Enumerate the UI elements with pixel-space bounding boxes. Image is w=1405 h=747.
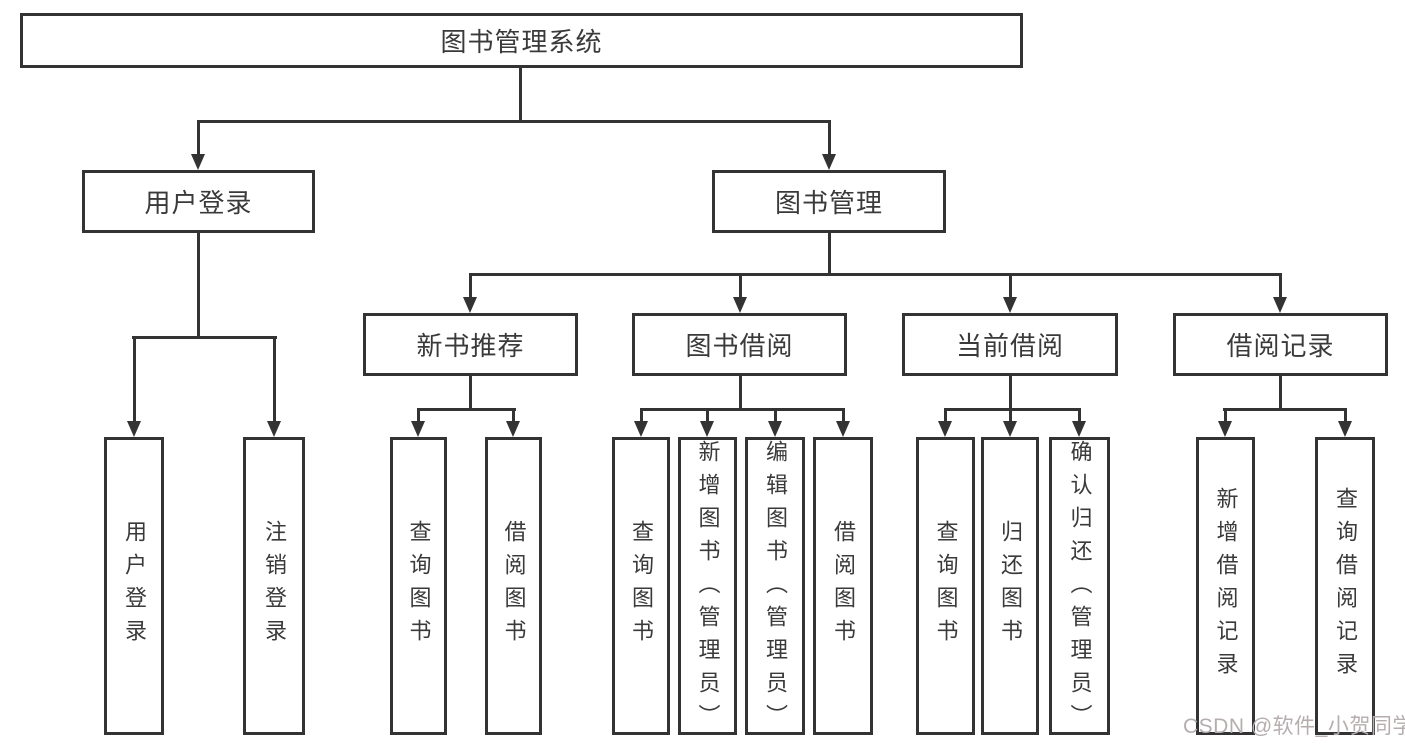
connector-leaf-stem bbox=[842, 408, 845, 423]
arrow-down-icon bbox=[127, 421, 141, 437]
connector-leaf-stem bbox=[1078, 408, 1081, 423]
connector-user-login-down bbox=[197, 233, 200, 338]
leaf-user-login: 用户登录 bbox=[104, 437, 164, 735]
connector-leaf-stem bbox=[417, 408, 420, 423]
node-user-login-branch: 用户登录 bbox=[82, 170, 315, 233]
connector-level3-stem bbox=[469, 273, 472, 299]
connector-leaf-rail bbox=[1223, 408, 1347, 411]
arrow-down-icon bbox=[463, 297, 477, 313]
arrow-down-icon bbox=[1003, 421, 1017, 437]
connector-l3-down bbox=[1279, 376, 1282, 410]
connector-leaf-stem bbox=[640, 408, 643, 423]
connector-leaf-stem bbox=[944, 408, 947, 423]
connector-l3-down bbox=[469, 376, 472, 410]
connector-leaf-rail bbox=[944, 408, 1081, 411]
leaf-br-add-record: 新增借阅记录 bbox=[1196, 437, 1255, 735]
arrow-down-icon bbox=[506, 421, 520, 437]
connector-level2-rail bbox=[197, 120, 831, 123]
connector-book-mgmt-stem bbox=[828, 120, 831, 156]
arrow-down-icon bbox=[733, 297, 747, 313]
leaf-cb-return-book: 归还图书 bbox=[981, 437, 1039, 735]
node-book-borrow: 图书借阅 bbox=[632, 313, 847, 376]
arrow-down-icon bbox=[822, 154, 836, 170]
arrow-down-icon bbox=[1273, 297, 1287, 313]
arrow-down-icon bbox=[1072, 421, 1086, 437]
leaf-bb-add-book-admin: 新增图书（管理员） bbox=[678, 437, 737, 737]
connector-level3-stem bbox=[1009, 273, 1012, 299]
watermark: CSDN @软件_小贺同学 bbox=[1183, 715, 1405, 738]
connector-book-mgmt-down bbox=[828, 233, 831, 276]
connector-leaf-stem bbox=[1344, 408, 1347, 423]
arrow-down-icon bbox=[836, 421, 850, 437]
connector-leaf-stem bbox=[1009, 408, 1012, 423]
node-new-book-recommend: 新书推荐 bbox=[363, 313, 578, 376]
connector-l3-down bbox=[739, 376, 742, 410]
arrow-down-icon bbox=[1338, 421, 1352, 437]
leaf-bb-borrow-book: 借阅图书 bbox=[813, 437, 873, 735]
leaf-bb-edit-book-admin: 编辑图书（管理员） bbox=[745, 437, 805, 737]
connector-root-stub bbox=[519, 68, 522, 122]
connector-level3-rail bbox=[469, 273, 1282, 276]
arrow-down-icon bbox=[634, 421, 648, 437]
node-book-management-branch: 图书管理 bbox=[712, 170, 946, 233]
arrow-down-icon bbox=[191, 154, 205, 170]
connector-leaf-rail bbox=[417, 408, 516, 411]
connector-l3-down bbox=[1009, 376, 1012, 410]
connector-leaf-stem bbox=[512, 408, 515, 423]
arrow-down-icon bbox=[267, 421, 281, 437]
arrow-down-icon bbox=[700, 421, 714, 437]
arrow-down-icon bbox=[768, 421, 782, 437]
leaf-nb-query-book: 查询图书 bbox=[390, 437, 447, 735]
leaf-cb-query-book: 查询图书 bbox=[916, 437, 975, 735]
arrow-down-icon bbox=[938, 421, 952, 437]
connector-leaf-stem bbox=[133, 336, 136, 423]
node-current-borrow: 当前借阅 bbox=[902, 313, 1118, 376]
connector-leaf-stem bbox=[774, 408, 777, 423]
leaf-bb-query-book: 查询图书 bbox=[612, 437, 670, 735]
connector-leaf-stem bbox=[1224, 408, 1227, 423]
connector-level3-stem bbox=[739, 273, 742, 299]
connector-leaf-rail bbox=[640, 408, 845, 411]
arrow-down-icon bbox=[411, 421, 425, 437]
connector-user-login-stem bbox=[197, 120, 200, 156]
connector-level3-stem bbox=[1279, 273, 1282, 299]
node-borrow-records: 借阅记录 bbox=[1173, 313, 1388, 376]
leaf-logout: 注销登录 bbox=[243, 437, 305, 735]
node-library-management-system: 图书管理系统 bbox=[20, 13, 1023, 68]
connector-user-login-rail bbox=[132, 336, 277, 339]
connector-leaf-stem bbox=[273, 336, 276, 423]
arrow-down-icon bbox=[1218, 421, 1232, 437]
leaf-cb-confirm-return-admin: 确认归还（管理员） bbox=[1049, 437, 1110, 737]
connector-leaf-stem bbox=[706, 408, 709, 423]
arrow-down-icon bbox=[1003, 297, 1017, 313]
leaf-br-query-record: 查询借阅记录 bbox=[1315, 437, 1375, 735]
leaf-nb-borrow-book: 借阅图书 bbox=[485, 437, 542, 735]
